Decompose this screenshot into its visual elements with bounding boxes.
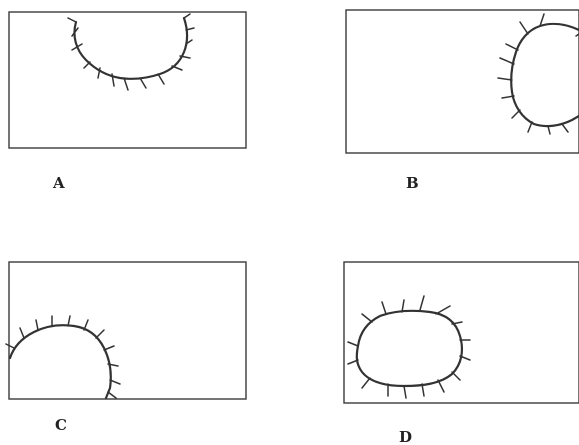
panel-d-shape [348,296,470,398]
panel-b-label: B [406,174,419,192]
panel-a-shape [68,14,194,90]
panel-d: D [344,262,579,445]
panel-c-shape [6,316,120,398]
panel-d-label: D [399,428,412,445]
panel-b-frame [346,10,579,153]
panel-b: B [346,10,579,192]
panel-b-shape [498,14,579,134]
panel-a: A [9,12,246,192]
panel-c: C [6,262,246,434]
panel-a-label: A [52,174,65,192]
panel-a-frame [9,12,246,148]
panel-c-label: C [55,416,67,434]
panel-c-frame [9,262,246,399]
